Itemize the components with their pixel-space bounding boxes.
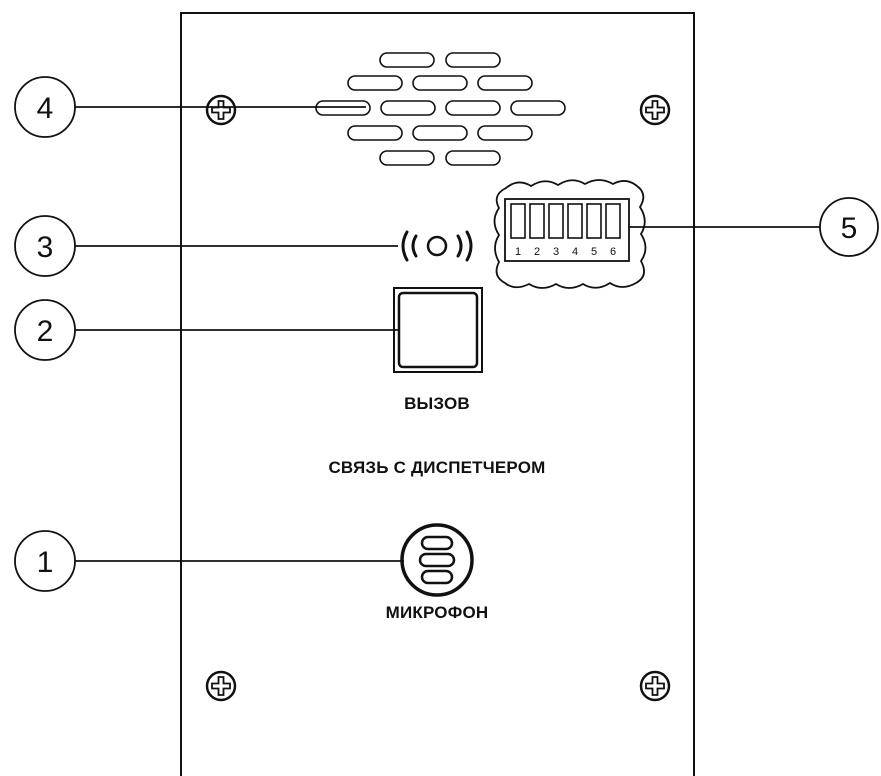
dip-switch: 1 2 3 4 5 6 bbox=[493, 179, 647, 289]
microphone-label: МИКРОФОН bbox=[386, 603, 489, 622]
dip-switch-number: 4 bbox=[572, 246, 578, 258]
dip-switch-number: 3 bbox=[553, 246, 559, 258]
call-label: ВЫЗОВ bbox=[404, 394, 470, 413]
callout-2: 2 bbox=[14, 299, 399, 361]
callout-number: 2 bbox=[37, 315, 54, 348]
wireless-indicator-icon bbox=[401, 230, 473, 262]
dip-switch-toggle[interactable] bbox=[548, 203, 564, 239]
callout-number: 1 bbox=[37, 546, 54, 579]
screw-icon bbox=[639, 670, 671, 702]
callout-4: 4 bbox=[14, 76, 366, 138]
dispatcher-label: СВЯЗЬ С ДИСПЕТЧЕРОМ bbox=[328, 458, 545, 477]
screw-icon bbox=[205, 670, 237, 702]
screw-icon bbox=[639, 94, 671, 126]
callout-1: 1 bbox=[14, 530, 404, 592]
callout-3: 3 bbox=[14, 215, 398, 277]
speaker-grille-icon bbox=[315, 52, 566, 166]
dip-switch-number: 2 bbox=[534, 246, 540, 258]
dip-switch-number: 6 bbox=[610, 246, 616, 258]
call-button[interactable] bbox=[393, 287, 483, 373]
microphone-icon bbox=[400, 523, 474, 597]
dip-switch-toggle[interactable] bbox=[529, 203, 545, 239]
dip-switch-toggle[interactable] bbox=[567, 203, 583, 239]
dip-switch-toggle[interactable] bbox=[605, 203, 621, 239]
callout-number: 4 bbox=[37, 92, 54, 125]
callout-5: 5 bbox=[628, 197, 879, 257]
dip-switch-number: 1 bbox=[515, 246, 521, 258]
dip-switch-number: 5 bbox=[591, 246, 597, 258]
screw-icon bbox=[205, 94, 237, 126]
callout-number: 5 bbox=[841, 212, 858, 245]
dip-switch-toggle[interactable] bbox=[586, 203, 602, 239]
dip-switch-toggle[interactable] bbox=[510, 203, 526, 239]
callout-number: 3 bbox=[37, 231, 54, 264]
